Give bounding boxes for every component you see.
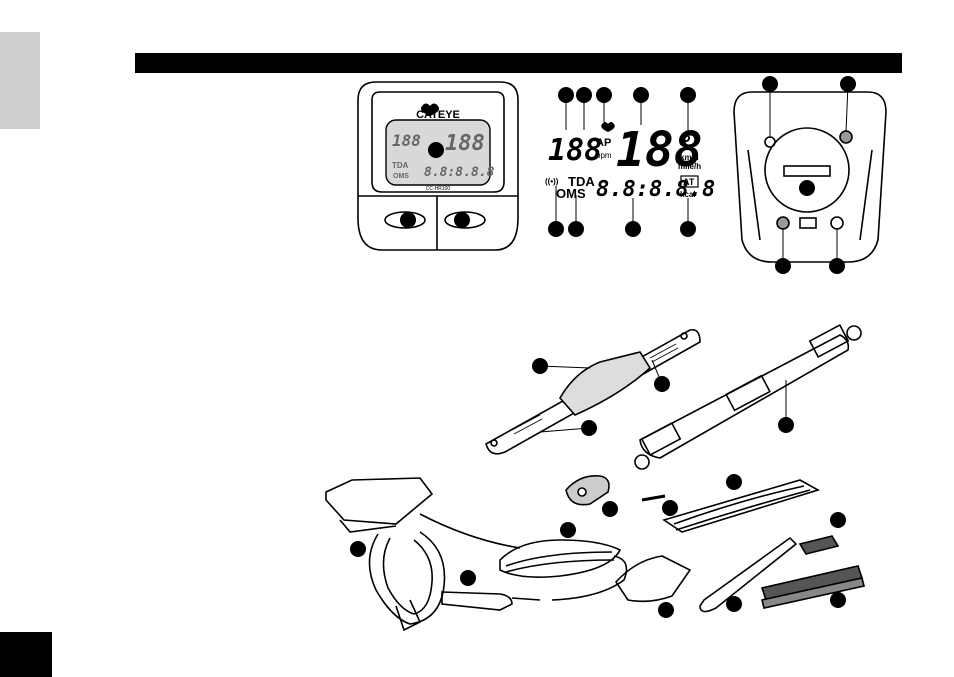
bracket-callouts <box>350 522 576 586</box>
mini-bottom-digits: 8.8:8.8.8 <box>424 165 495 180</box>
strap-callout <box>778 380 794 433</box>
lcd-mileh-label: mile/h <box>678 162 701 171</box>
mini-upper-right-digits: 188 <box>445 131 485 156</box>
mini-oms-label: OMS <box>393 173 409 180</box>
model-code-text: CC-HR100 <box>426 186 451 192</box>
lcd-kcal-label: kcal <box>680 190 696 199</box>
callout-display <box>428 142 444 158</box>
magnet-callouts <box>602 500 678 517</box>
bracket-figure <box>325 477 628 632</box>
lcd-detail-figure: 188 AP bpm 188 8 km/h mile/h ((•)) TDA O… <box>545 87 715 237</box>
lcd-bottom-digits: 8.8:8.8.8 <box>596 177 715 202</box>
pads-callouts <box>658 474 846 618</box>
heart-rate-sensor-figure <box>485 328 701 455</box>
lcd-heart-icon <box>601 122 615 132</box>
lcd-kmh-label: km/h <box>680 153 699 162</box>
pads-figure <box>614 479 865 613</box>
computer-back-callouts <box>762 76 856 274</box>
magnet-figure <box>565 474 666 506</box>
callout-button-right <box>454 212 470 228</box>
mini-upper-left-digits: 188 <box>392 131 421 150</box>
section-header-bar <box>135 53 902 73</box>
lcd-at-box <box>680 175 699 188</box>
lcd-tda-label: TDA <box>568 174 595 189</box>
lcd-at-label: AT <box>683 177 695 187</box>
computer-back-figure <box>733 91 887 263</box>
callout-button-left <box>400 212 416 228</box>
lcd-bpm-label: bpm <box>596 151 612 160</box>
computer-front-heart-icon <box>421 103 439 116</box>
lcd-oms-label: OMS <box>556 186 586 201</box>
strap-figure <box>634 323 862 470</box>
mini-tda-label: TDA <box>392 161 409 170</box>
lcd-signal-icon: ((•)) <box>545 177 559 186</box>
page-number-tab <box>0 632 52 677</box>
lcd-small-digit: 8 <box>682 127 692 146</box>
section-side-tab <box>0 32 40 129</box>
lcd-upper-left-digits: 188 <box>548 133 602 168</box>
lcd-ap-label: AP <box>596 137 611 149</box>
heart-rate-callouts <box>532 358 670 436</box>
brand-logo-text: CATEYE <box>416 109 460 121</box>
